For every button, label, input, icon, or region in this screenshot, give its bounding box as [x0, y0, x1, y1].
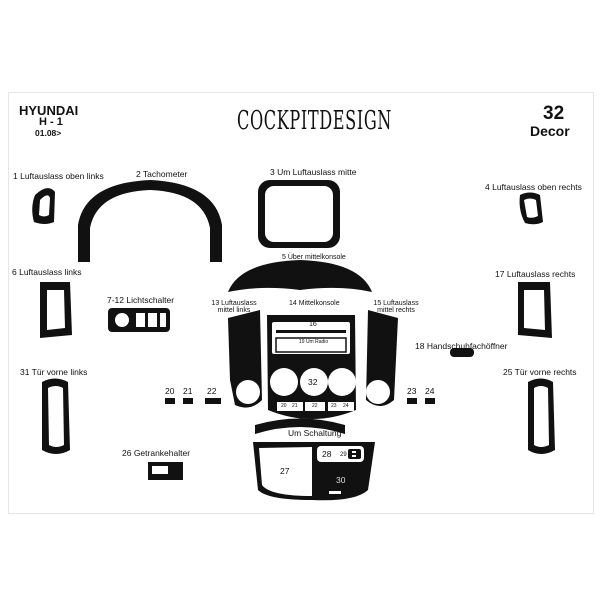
finish-label: Decor	[530, 123, 570, 139]
label-small-24: 24	[343, 403, 349, 409]
part-count: 32	[543, 103, 565, 124]
label-part-15-line1: 15 Luftauslass	[373, 300, 419, 307]
label-part-25: 25 Tür vorne rechts	[503, 367, 577, 377]
label-small-21: 21	[292, 403, 298, 409]
label-part-5: 5 Über mittelkonsole	[282, 254, 346, 261]
label-part-17: 17 Luftauslass rechts	[495, 269, 576, 279]
part-22	[205, 398, 221, 404]
part-5-upper-console	[228, 260, 372, 292]
label-part-19: 19 Um Radio	[299, 339, 329, 345]
model-name: H - 1	[39, 116, 63, 128]
label-part-13-line1: 13 Luftauslass	[211, 300, 257, 307]
label-part-23: 23	[407, 386, 417, 396]
label-part-16: 16	[309, 321, 317, 328]
label-part-2: 2 Tachometer	[136, 169, 188, 179]
diagram-frame	[8, 92, 594, 514]
label-small-20: 20	[281, 403, 287, 409]
label-part-15-line2: mittel rechts	[377, 307, 415, 314]
part-24	[425, 398, 435, 404]
brand-name: HYUNDAI	[19, 103, 79, 118]
label-part-26: 26 Getrankehalter	[122, 448, 191, 458]
label-shift-surround: Um Schaltung	[288, 428, 342, 438]
part-20	[165, 398, 175, 404]
label-part-6: 6 Luftauslass links	[12, 267, 82, 277]
label-part-28: 28	[322, 449, 332, 459]
label-part-32: 32	[308, 377, 318, 387]
label-part-21: 21	[183, 386, 193, 396]
label-part-24: 24	[425, 386, 435, 396]
part-18-glovebox-opener	[450, 348, 474, 357]
part-21	[183, 398, 193, 404]
part-23	[407, 398, 417, 404]
model-date: 01.08>	[35, 128, 62, 138]
label-part-22: 22	[207, 386, 217, 396]
label-part-7-12: 7-12 Lichtschalter	[107, 295, 175, 305]
label-part-3: 3 Um Luftauslass mitte	[270, 167, 357, 177]
label-part-1: 1 Luftauslass oben links	[13, 171, 104, 181]
label-part-27: 27	[280, 466, 290, 476]
label-part-31: 31 Tür vorne links	[20, 367, 88, 377]
label-part-4: 4 Luftauslass oben rechts	[485, 182, 582, 192]
label-part-18: 18 Handschuhfachöffner	[415, 341, 508, 351]
label-small-22: 22	[312, 403, 318, 409]
label-small-23: 23	[331, 403, 337, 409]
label-part-30: 30	[336, 475, 346, 485]
label-part-20: 20	[165, 386, 175, 396]
label-part-14: 14 Mittelkonsole	[289, 300, 340, 307]
label-part-13-line2: mittel links	[217, 307, 251, 314]
cockpitdesign-logo: COCKPITDESIGN	[237, 106, 393, 136]
label-part-29: 29	[340, 452, 347, 458]
